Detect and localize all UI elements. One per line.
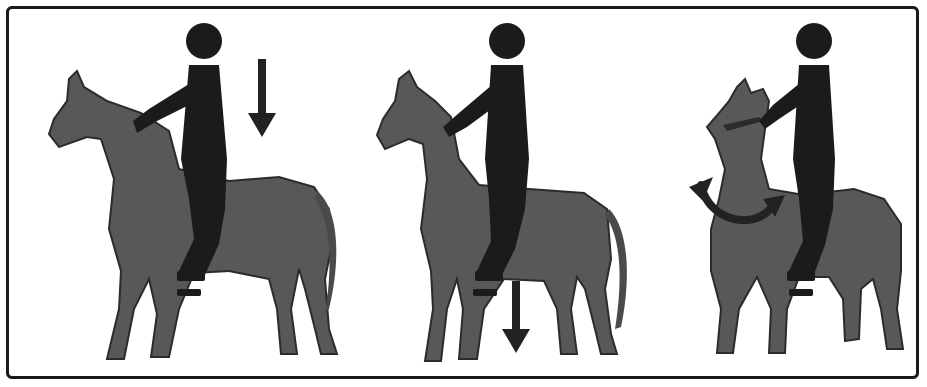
panel-rider-heel-down bbox=[339, 9, 639, 376]
panel-1-drawing bbox=[29, 9, 339, 379]
panel-2-drawing bbox=[339, 9, 639, 379]
down-arrow-icon bbox=[248, 59, 276, 137]
panel-rider-turning bbox=[639, 9, 919, 376]
stirrup-icon bbox=[473, 289, 497, 296]
stirrup-icon bbox=[177, 289, 201, 296]
panel-3-drawing bbox=[639, 9, 919, 379]
down-arrow-icon bbox=[502, 281, 530, 353]
stirrup-icon bbox=[789, 289, 813, 296]
illustration-frame bbox=[6, 6, 919, 379]
panel-rider-sitting-down bbox=[29, 9, 339, 376]
